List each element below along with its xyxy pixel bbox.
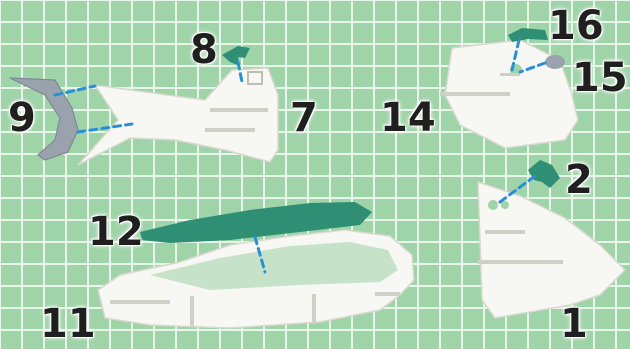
green-fin-piece-8 [222, 46, 250, 66]
part-number-1: 1 [560, 304, 588, 344]
part-number-9: 9 [8, 98, 36, 138]
part-number-12: 12 [88, 212, 144, 252]
green-fin-piece-16 [508, 28, 548, 42]
part-number-2: 2 [565, 160, 593, 200]
green-fin-piece-2 [528, 160, 560, 188]
part-number-15: 15 [572, 58, 628, 98]
part-number-14: 14 [380, 98, 436, 138]
fish-body-piece-7 [78, 68, 278, 165]
part-number-8: 8 [190, 30, 218, 70]
part-number-11: 11 [40, 304, 96, 344]
gray-disc-piece-15 [545, 55, 565, 69]
part-number-16: 16 [548, 6, 604, 46]
part-number-7: 7 [290, 98, 318, 138]
